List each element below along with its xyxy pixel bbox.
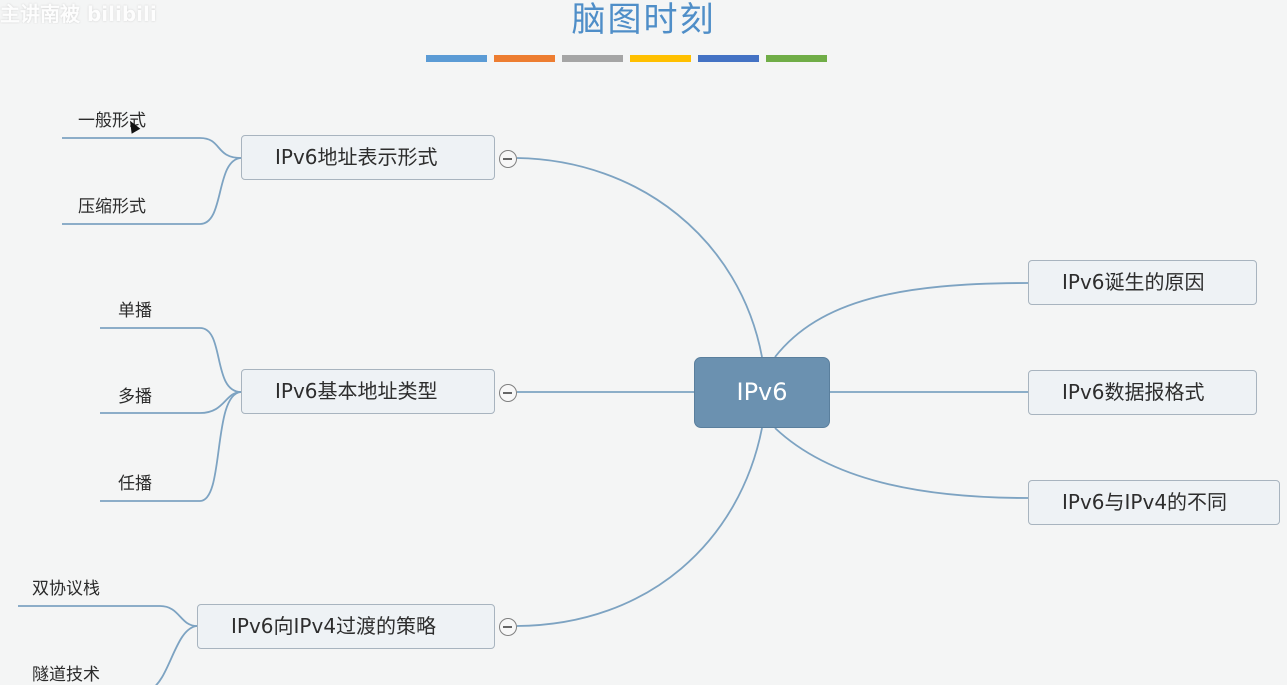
color-swatch — [698, 55, 759, 62]
branch-origin-reason[interactable]: IPv6诞生的原因 — [1028, 260, 1257, 305]
color-swatch — [494, 55, 555, 62]
color-swatch — [562, 55, 623, 62]
page-title: 脑图时刻 — [571, 0, 716, 40]
color-swatch — [426, 55, 487, 62]
leaf-unicast[interactable]: 单播 — [118, 301, 152, 321]
branch-datagram-format[interactable]: IPv6数据报格式 — [1028, 370, 1257, 415]
leaf-general-form[interactable]: 一般形式 — [78, 111, 146, 131]
branch-ipv4-difference[interactable]: IPv6与IPv4的不同 — [1028, 480, 1280, 525]
color-swatch — [766, 55, 827, 62]
leaf-compressed-form[interactable]: 压缩形式 — [78, 197, 146, 217]
branch-address-types[interactable]: IPv6基本地址类型 — [241, 369, 495, 414]
root-node[interactable]: IPv6 — [694, 357, 830, 428]
collapse-icon[interactable] — [499, 618, 517, 636]
color-swatch — [630, 55, 691, 62]
branch-address-notation[interactable]: IPv6地址表示形式 — [241, 135, 495, 180]
leaf-anycast[interactable]: 任播 — [118, 474, 152, 494]
collapse-icon[interactable] — [499, 150, 517, 168]
leaf-multicast[interactable]: 多播 — [118, 387, 152, 407]
leaf-tunneling[interactable]: 隧道技术 — [32, 665, 100, 685]
watermark: 主讲南被 bilibili — [0, 2, 157, 24]
branch-transition-strategy[interactable]: IPv6向IPv4过渡的策略 — [197, 604, 495, 649]
collapse-icon[interactable] — [499, 384, 517, 402]
leaf-dual-stack[interactable]: 双协议栈 — [32, 579, 100, 599]
color-bar — [0, 55, 1287, 63]
